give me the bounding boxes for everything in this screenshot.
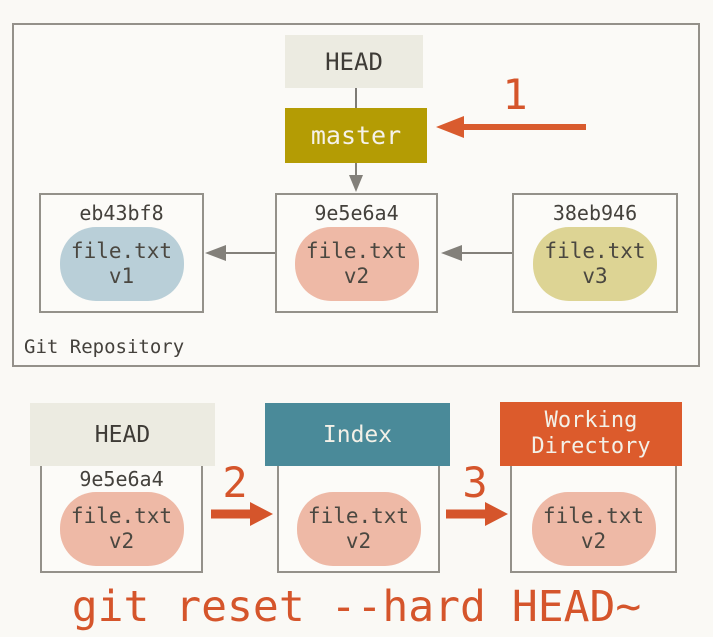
file-version: v2 bbox=[343, 264, 370, 288]
working-directory-tree-box: file.txt v2 bbox=[510, 445, 677, 573]
head-tree-hash: 9e5e6a4 bbox=[79, 467, 164, 491]
file-name: file.txt bbox=[542, 504, 645, 528]
file-name: file.txt bbox=[70, 504, 173, 528]
head-ref-label: HEAD bbox=[325, 47, 383, 76]
file-blob-v2: file.txt v2 bbox=[294, 227, 419, 301]
commit-box-eb43bf8: eb43bf8 file.txt v1 bbox=[39, 193, 204, 313]
file-name: file.txt bbox=[70, 239, 173, 263]
file-name: file.txt bbox=[305, 239, 408, 263]
step-1-label: 1 bbox=[502, 70, 528, 119]
working-directory-tree-header: Working Directory bbox=[500, 402, 682, 466]
step-3-label: 3 bbox=[462, 458, 488, 507]
working-directory-tree-title: Working Directory bbox=[531, 408, 651, 459]
index-tree-box: file.txt v2 bbox=[277, 445, 440, 573]
file-version: v1 bbox=[108, 264, 135, 288]
file-version: v3 bbox=[582, 264, 608, 288]
file-version: v2 bbox=[345, 529, 372, 553]
head-tree-box: 9e5e6a4 file.txt v2 bbox=[40, 445, 203, 573]
index-tree-header: Index bbox=[265, 403, 450, 466]
file-blob-v2: file.txt v2 bbox=[296, 492, 421, 566]
index-tree-title: Index bbox=[322, 421, 393, 448]
head-tree-title: HEAD bbox=[94, 421, 151, 448]
file-blob-v2: file.txt v2 bbox=[531, 492, 656, 566]
master-branch-label: master bbox=[310, 121, 402, 150]
head-ref-box: HEAD bbox=[285, 35, 423, 88]
commit-hash: eb43bf8 bbox=[79, 201, 164, 225]
git-repository-label: Git Repository bbox=[24, 336, 185, 358]
file-version: v2 bbox=[108, 529, 135, 553]
file-blob-v3: file.txt v3 bbox=[533, 227, 657, 301]
commit-box-9e5e6a4: 9e5e6a4 file.txt v2 bbox=[275, 193, 438, 313]
file-version: v2 bbox=[580, 529, 607, 553]
step-2-label: 2 bbox=[222, 458, 248, 507]
caption-command: git reset --hard HEAD~ bbox=[71, 582, 642, 632]
master-branch-box: master bbox=[285, 108, 427, 163]
head-tree-header: HEAD bbox=[30, 403, 215, 466]
commit-hash: 38eb946 bbox=[552, 201, 638, 225]
commit-hash: 9e5e6a4 bbox=[314, 201, 399, 225]
commit-box-38eb946: 38eb946 file.txt v3 bbox=[512, 193, 678, 313]
file-blob-v2: file.txt v2 bbox=[59, 492, 184, 566]
file-name: file.txt bbox=[307, 504, 410, 528]
file-blob-v1: file.txt v1 bbox=[59, 227, 184, 301]
file-name: file.txt bbox=[544, 239, 646, 263]
